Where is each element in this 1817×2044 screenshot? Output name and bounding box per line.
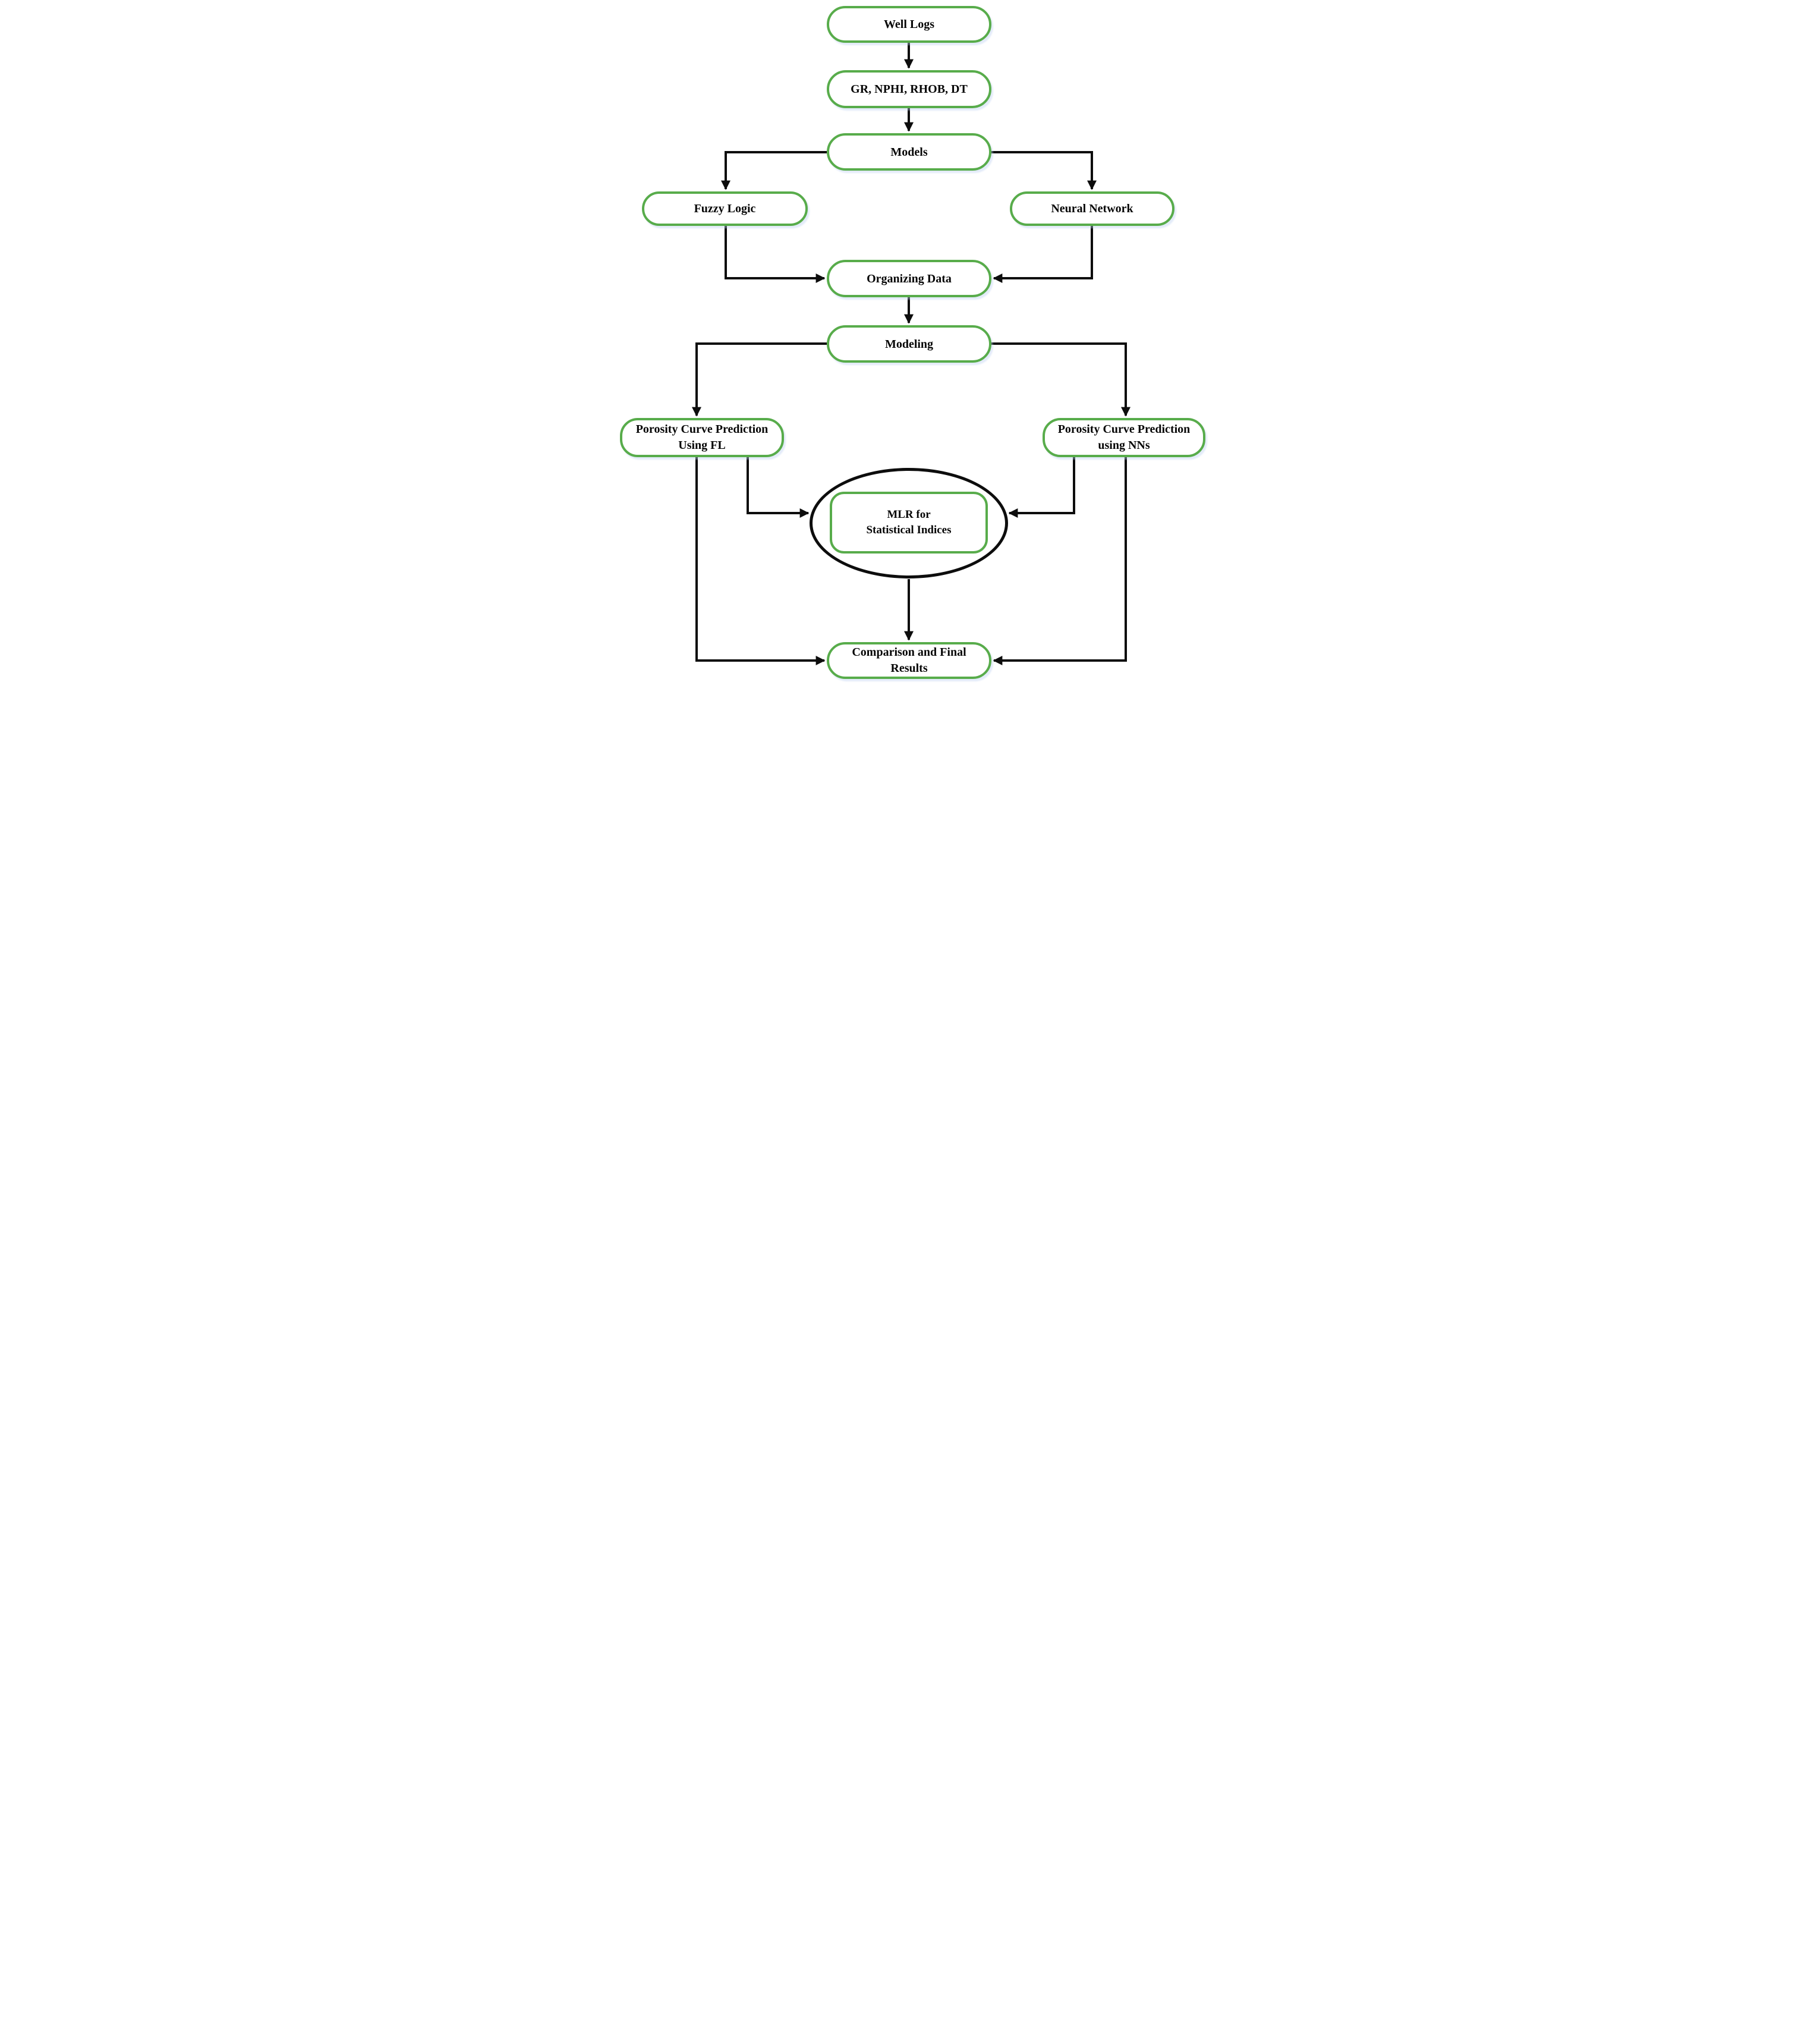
node-comparison-line1: Comparison and Final — [852, 646, 966, 659]
node-modeling-label: Modeling — [884, 337, 934, 351]
connector-modeling-to-porosity-fl — [692, 342, 827, 417]
connector-modeling-to-porosity-nn — [991, 342, 1130, 417]
connector-porosity-nn-to-mlr — [1008, 457, 1075, 518]
node-porosity-prediction-nn: Porosity Curve Prediction using NNs — [1043, 418, 1205, 457]
flowchart-canvas: Well Logs GR, NPHI, RHOB, DT Models Fuzz… — [606, 0, 1211, 681]
connector-porosity-nn-to-comparison — [993, 457, 1127, 665]
node-comparison-final-results: Comparison and Final Results — [827, 642, 991, 679]
node-well-logs-label: Well Logs — [883, 18, 934, 31]
node-mlr-statistical-indices: MLR for Statistical Indices — [830, 492, 988, 554]
node-mlr-line1: MLR for — [887, 508, 931, 521]
connector-neural-to-organizing — [993, 226, 1093, 283]
node-fuzzy-logic: Fuzzy Logic — [642, 191, 808, 226]
node-log-inputs: GR, NPHI, RHOB, DT — [827, 70, 991, 108]
node-porosity-prediction-fl: Porosity Curve Prediction Using FL — [620, 418, 784, 457]
node-models-label: Models — [890, 145, 928, 159]
connector-layer — [692, 43, 1130, 665]
node-log-inputs-label: GR, NPHI, RHOB, DT — [851, 83, 968, 96]
node-porosity-prediction-fl-line1: Porosity Curve Prediction — [635, 423, 769, 436]
connector-porosity-fl-to-comparison — [695, 457, 826, 665]
node-modeling: Modeling — [827, 325, 991, 363]
connector-porosity-fl-to-mlr — [747, 457, 810, 518]
node-well-logs: Well Logs — [827, 6, 991, 43]
node-porosity-prediction-fl-line2: Using FL — [678, 439, 726, 452]
connector-fuzzy-to-organizing — [725, 226, 826, 283]
node-comparison-line2: Results — [890, 662, 928, 675]
connector-models-to-fuzzy — [721, 151, 827, 190]
connector-models-to-neural — [991, 151, 1097, 190]
node-mlr-line2: Statistical Indices — [866, 524, 952, 536]
node-fuzzy-logic-label: Fuzzy Logic — [694, 202, 756, 215]
node-organizing-data: Organizing Data — [827, 260, 991, 297]
node-neural-network-label: Neural Network — [1051, 202, 1133, 215]
node-organizing-data-label: Organizing Data — [867, 272, 952, 285]
node-porosity-prediction-nn-line2: using NNs — [1098, 439, 1150, 452]
node-porosity-prediction-nn-line1: Porosity Curve Prediction — [1057, 423, 1191, 436]
node-models: Models — [827, 133, 991, 171]
node-neural-network: Neural Network — [1010, 191, 1174, 226]
